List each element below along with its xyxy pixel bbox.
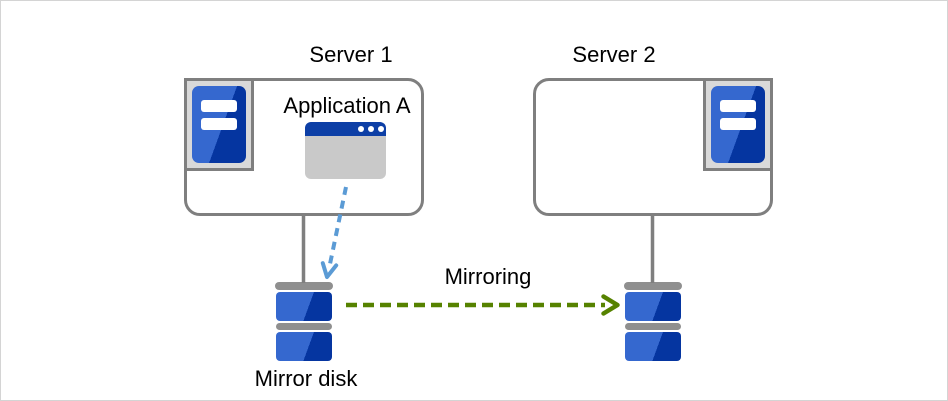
- mirror-disk-left-icon: [275, 282, 333, 361]
- disk-cap: [276, 323, 332, 330]
- server-slot: [720, 100, 756, 112]
- application-label: Application A: [283, 93, 411, 118]
- server1-label: Server 1: [309, 42, 393, 67]
- disk-cap: [625, 323, 681, 330]
- mirroring-label: Mirroring: [444, 264, 532, 289]
- mirror-disk-label: Mirror disk: [254, 366, 358, 391]
- disk-platter: [625, 292, 681, 321]
- server1-host-frame: [184, 78, 254, 171]
- window-dot-icon: [358, 126, 364, 132]
- disk-platter: [276, 292, 332, 321]
- server-tower-icon: [192, 86, 246, 163]
- server-slot: [201, 100, 237, 112]
- window-dot-icon: [368, 126, 374, 132]
- disk-cap: [275, 282, 333, 290]
- window-dot-icon: [378, 126, 384, 132]
- server-slot: [720, 118, 756, 130]
- mirror-disk-right-icon: [624, 282, 682, 361]
- disk-cap: [624, 282, 682, 290]
- app-window-icon: [305, 122, 386, 179]
- server2-host-frame: [703, 78, 773, 171]
- disk-platter: [276, 332, 332, 361]
- server-tower-icon: [711, 86, 765, 163]
- disk-platter: [625, 332, 681, 361]
- server-slot: [201, 118, 237, 130]
- mirroring-dashed-arrow-icon: [346, 294, 620, 316]
- app-window-titlebar: [305, 122, 386, 136]
- app-window-body: [305, 136, 386, 179]
- server2-label: Server 2: [572, 42, 656, 67]
